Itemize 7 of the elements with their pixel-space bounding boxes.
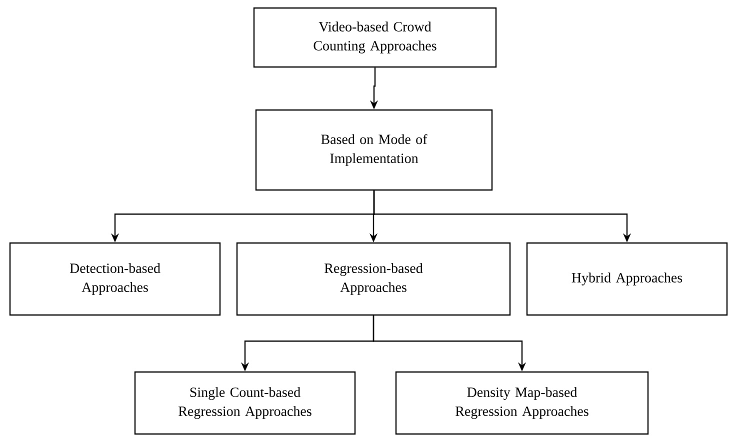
process-box: Single Count-based Regression Approaches [134,371,356,435]
process-box: Hybrid Approaches [526,242,728,316]
process-box: Regression-based Approaches [236,242,511,316]
process-box: Detection-based Approaches [9,242,221,316]
process-box: Based on Mode of Implementation [255,109,493,191]
process-box: Video-based Crowd Counting Approaches [253,7,497,68]
process-box: Density Map-based Regression Approaches [395,371,649,435]
